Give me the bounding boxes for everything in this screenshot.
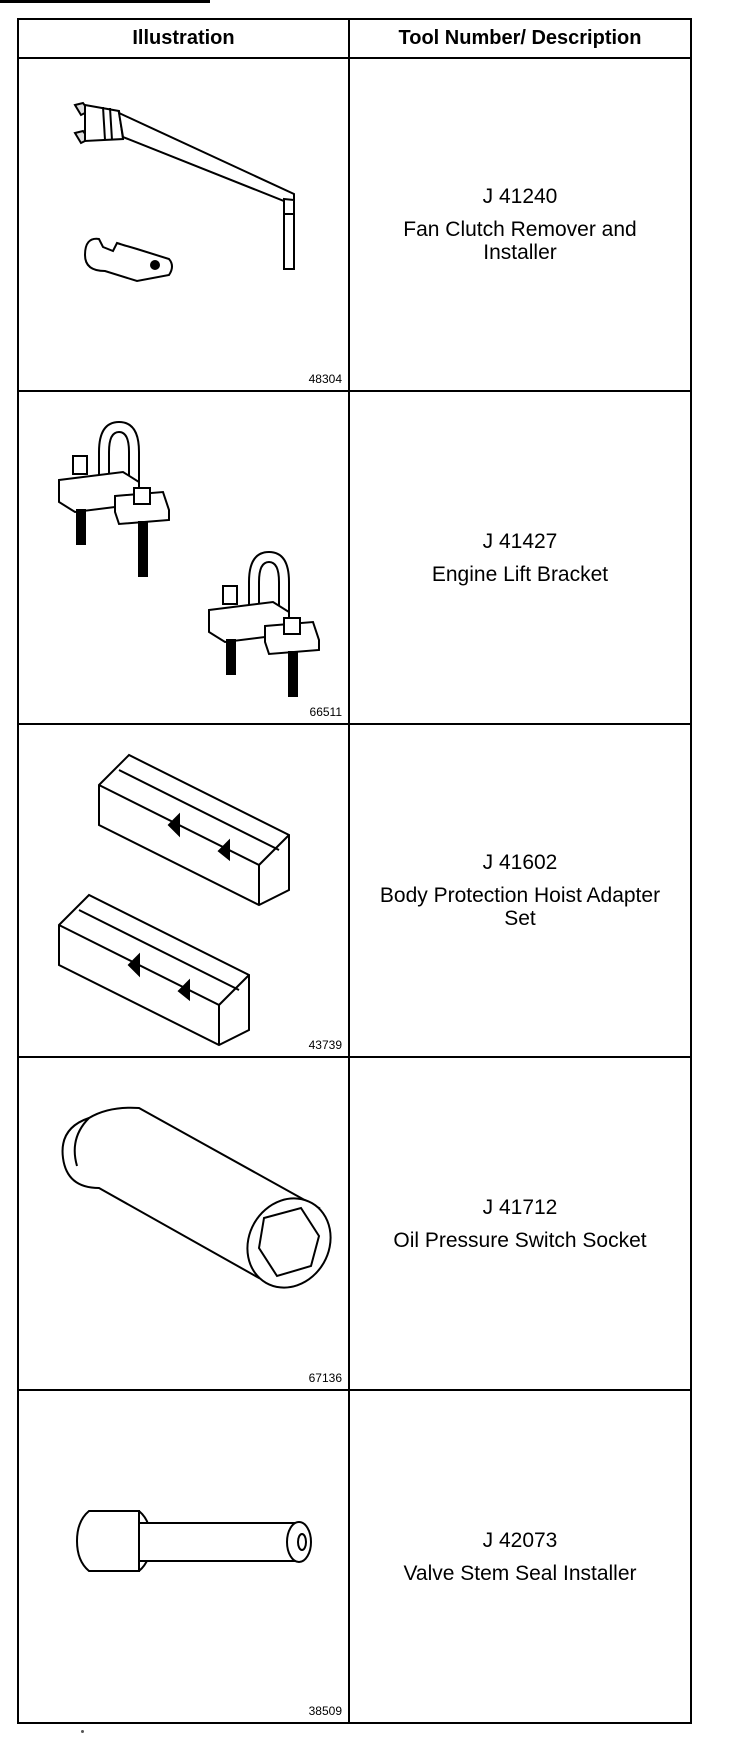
tool-description: Fan Clutch Remover and Installer xyxy=(403,218,637,264)
hoist-adapter-blocks-icon xyxy=(58,753,290,1047)
header-tool-description: Tool Number/ Description xyxy=(348,18,692,59)
socket-icon xyxy=(61,1106,332,1289)
illustration-cell: 67136 xyxy=(17,1056,350,1391)
seal-installer-icon xyxy=(75,1510,312,1572)
description-cell: J 41427 Engine Lift Bracket xyxy=(348,390,692,725)
description-cell: J 42073 Valve Stem Seal Installer xyxy=(348,1389,692,1724)
tool-description: Valve Stem Seal Installer xyxy=(403,1561,637,1585)
tool-description: Engine Lift Bracket xyxy=(431,562,609,586)
page-speck xyxy=(81,1730,84,1733)
tool-number: J 41712 xyxy=(482,1195,558,1219)
fan-clutch-wrench-icon xyxy=(73,101,295,283)
figure-number: 48304 xyxy=(308,372,342,386)
tool-table: Illustration Tool Number/ Description xyxy=(17,18,692,1724)
illustration-cell: 38509 xyxy=(17,1389,350,1724)
header-illustration: Illustration xyxy=(17,18,350,59)
table-row: 67136 J 41712 Oil Pressure Switch Socket xyxy=(17,1056,692,1391)
tool-description: Body Protection Hoist Adapter Set xyxy=(379,884,661,930)
tool-number: J 41602 xyxy=(482,851,558,874)
tool-number: J 41240 xyxy=(482,185,558,208)
table-row: 43739 J 41602 Body Protection Hoist Adap… xyxy=(17,723,692,1058)
figure-number: 66511 xyxy=(309,705,342,719)
tool-number: J 41427 xyxy=(482,529,558,553)
description-cell: J 41240 Fan Clutch Remover and Installer xyxy=(348,57,692,392)
illustration-cell: 43739 xyxy=(17,723,350,1058)
description-cell: J 41712 Oil Pressure Switch Socket xyxy=(348,1056,692,1391)
table-row: 38509 J 42073 Valve Stem Seal Installer xyxy=(17,1389,692,1724)
tool-description: Oil Pressure Switch Socket xyxy=(393,1228,647,1252)
table-row: 48304 J 41240 Fan Clutch Remover and Ins… xyxy=(17,57,692,392)
tool-number: J 42073 xyxy=(482,1528,558,1552)
illustration-cell: 66511 xyxy=(17,390,350,725)
description-cell: J 41602 Body Protection Hoist Adapter Se… xyxy=(348,723,692,1058)
figure-number: 43739 xyxy=(308,1038,342,1052)
figure-number: 67136 xyxy=(308,1371,342,1385)
top-rule xyxy=(0,0,210,3)
table-row: 66511 J 41427 Engine Lift Bracket xyxy=(17,390,692,725)
header-row: Illustration Tool Number/ Description xyxy=(17,18,692,59)
illustration-cell: 48304 xyxy=(17,57,350,392)
figure-number: 38509 xyxy=(308,1704,342,1718)
engine-lift-bracket-icon xyxy=(58,420,320,697)
